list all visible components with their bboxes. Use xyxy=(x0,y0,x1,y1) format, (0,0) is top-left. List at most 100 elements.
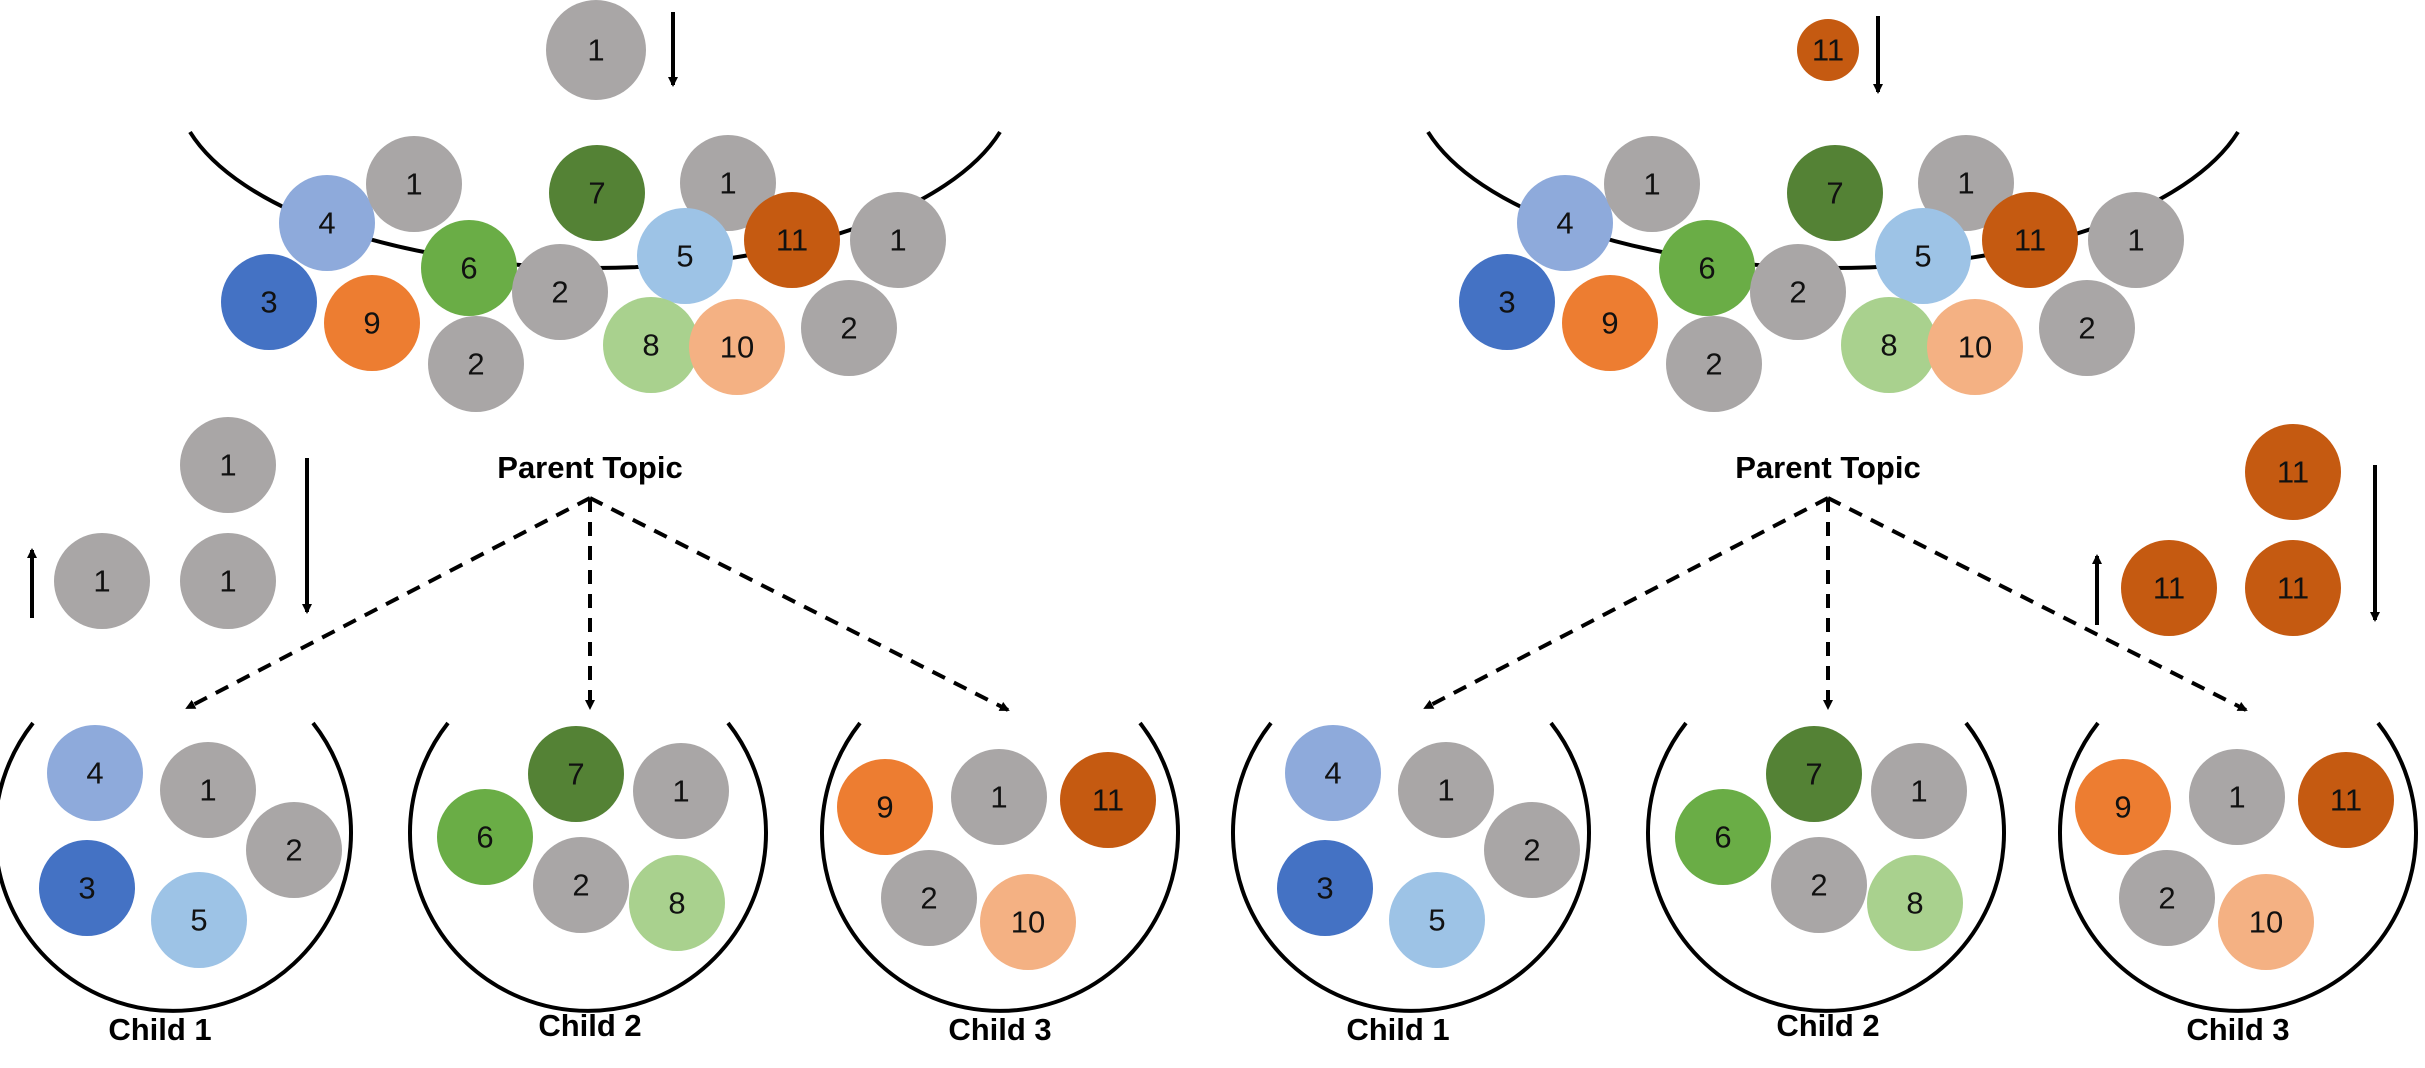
dashed-arrow-child-1 xyxy=(1423,496,1829,710)
parent-topic-label: Parent Topic xyxy=(497,450,682,485)
incoming-ball: 11 xyxy=(1797,19,1859,81)
parent-ball: 2 xyxy=(1666,316,1762,412)
ball-number: 7 xyxy=(588,176,605,211)
parent-ball: 2 xyxy=(2039,280,2135,376)
ball-circle xyxy=(1787,145,1883,241)
ball-number: 1 xyxy=(990,780,1007,815)
ball-number: 11 xyxy=(1092,783,1124,818)
parent-ball: 4 xyxy=(279,175,375,271)
ball-circle xyxy=(1517,175,1613,271)
parent-ball: 4 xyxy=(1517,175,1613,271)
ball-circle xyxy=(603,297,699,393)
ball-number: 5 xyxy=(190,903,207,938)
ball-number: 4 xyxy=(318,206,335,241)
ball-number: 1 xyxy=(1910,774,1927,809)
ball-number: 8 xyxy=(1906,886,1923,921)
ball-circle xyxy=(546,0,646,100)
parent-ball: 7 xyxy=(549,145,645,241)
ball-number: 11 xyxy=(2153,571,2185,606)
ball-number: 6 xyxy=(460,251,477,286)
ball-circle xyxy=(1604,136,1700,232)
ball-number: 3 xyxy=(1316,871,1333,906)
parent-ball: 3 xyxy=(221,254,317,350)
ball-circle xyxy=(221,254,317,350)
ball-number: 2 xyxy=(467,347,484,382)
ball-circle xyxy=(1398,742,1494,838)
child-ball: 2 xyxy=(246,802,342,898)
child-ball: 9 xyxy=(837,759,933,855)
ball-number: 1 xyxy=(587,33,604,68)
ball-circle xyxy=(437,789,533,885)
ball-number: 6 xyxy=(476,820,493,855)
ball-number: 2 xyxy=(551,275,568,310)
parent-ball: 10 xyxy=(1927,299,2023,395)
ball-number: 11 xyxy=(2277,571,2309,606)
child-ball: 11 xyxy=(1060,752,1156,848)
ball-number: 9 xyxy=(876,790,893,825)
parent-ball: 2 xyxy=(801,280,897,376)
dashed-arrow-child-1 xyxy=(185,496,591,710)
parent-ball: 7 xyxy=(1787,145,1883,241)
ball-circle xyxy=(246,802,342,898)
ball-number: 2 xyxy=(920,881,937,916)
ball-circle xyxy=(324,275,420,371)
child-bowl-2 xyxy=(408,721,768,1013)
child-ball: 8 xyxy=(629,855,725,951)
ball-number: 1 xyxy=(1437,773,1454,808)
dashed-arrow-child-3 xyxy=(1827,496,2248,712)
child-ball: 1 xyxy=(951,749,1047,845)
propagated-ball: 11 xyxy=(2245,540,2341,636)
ball-number: 11 xyxy=(2330,783,2362,818)
child-label-3: Child 3 xyxy=(2186,1012,2289,1047)
child-ball: 2 xyxy=(1484,802,1580,898)
ball-number: 1 xyxy=(219,448,236,483)
child-ball: 4 xyxy=(1285,725,1381,821)
ball-number: 9 xyxy=(2114,790,2131,825)
ball-number: 4 xyxy=(1556,206,1573,241)
ball-number: 11 xyxy=(2277,455,2309,490)
ball-circle xyxy=(1771,837,1867,933)
child-ball: 2 xyxy=(2119,850,2215,946)
ball-number: 3 xyxy=(1498,285,1515,320)
parent-ball: 3 xyxy=(1459,254,1555,350)
ball-circle xyxy=(680,135,776,231)
child-ball: 7 xyxy=(1766,726,1862,822)
propagated-ball: 1 xyxy=(180,533,276,629)
ball-number: 8 xyxy=(668,886,685,921)
parent-ball: 1 xyxy=(2088,192,2184,288)
child-label-1: Child 1 xyxy=(108,1012,211,1047)
ball-circle xyxy=(2189,749,2285,845)
ball-circle xyxy=(2245,540,2341,636)
ball-circle xyxy=(629,855,725,951)
propagated-ball: 1 xyxy=(54,533,150,629)
parent-topic-label: Parent Topic xyxy=(1735,450,1920,485)
child-bowl-2 xyxy=(1646,721,2006,1013)
ball-circle xyxy=(151,872,247,968)
child-ball: 2 xyxy=(1771,837,1867,933)
ball-number: 3 xyxy=(260,285,277,320)
ball-number: 11 xyxy=(2014,223,2046,258)
ball-circle xyxy=(2088,192,2184,288)
child-label-2: Child 2 xyxy=(538,1008,641,1043)
ball-circle xyxy=(39,840,135,936)
ball-number: 11 xyxy=(1812,33,1844,68)
ball-circle xyxy=(1675,789,1771,885)
child-ball: 9 xyxy=(2075,759,2171,855)
ball-circle xyxy=(512,244,608,340)
parent-ball: 9 xyxy=(1562,275,1658,371)
child-bowl-1 xyxy=(1231,721,1591,1013)
ball-number: 4 xyxy=(1324,756,1341,791)
ball-number: 1 xyxy=(2228,780,2245,815)
ball-circle xyxy=(1562,275,1658,371)
ball-circle xyxy=(1666,316,1762,412)
child-ball: 1 xyxy=(2189,749,2285,845)
child-ball: 10 xyxy=(2218,874,2314,970)
ball-number: 3 xyxy=(78,871,95,906)
ball-circle xyxy=(533,837,629,933)
ball-circle xyxy=(1459,254,1555,350)
child-ball: 4 xyxy=(47,725,143,821)
child-ball: 7 xyxy=(528,726,624,822)
child-label-2: Child 2 xyxy=(1776,1008,1879,1043)
ball-circle xyxy=(633,743,729,839)
ball-number: 1 xyxy=(2127,223,2144,258)
